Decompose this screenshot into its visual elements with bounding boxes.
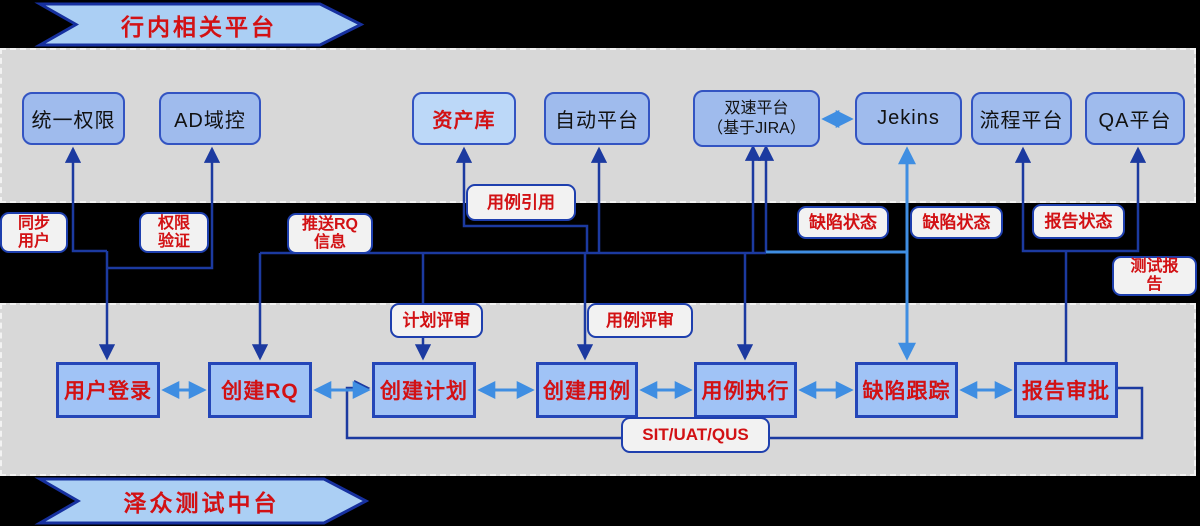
label-plan-review: 计划评审 (390, 303, 483, 338)
label-sit-uat-qus-text: SIT/UAT/QUS (642, 425, 749, 445)
node-jekins-label: Jekins (877, 107, 940, 129)
node-qa-platform: QA平台 (1085, 92, 1185, 145)
node-auto-platform-label: 自动平台 (555, 110, 639, 132)
edge-bus-to-asset-library (455, 146, 589, 253)
node-process-platform: 流程平台 (971, 92, 1072, 145)
step-case-execution-label: 用例执行 (701, 380, 790, 403)
step-create-rq: 创建RQ (208, 362, 312, 418)
label-push-rq-line1: 推送RQ (301, 215, 358, 233)
step-create-rq-label: 创建RQ (221, 380, 299, 403)
label-case-review-text: 用例评审 (606, 310, 674, 330)
label-perm-verify-line2: 验证 (157, 232, 190, 250)
label-test-report-line2: 告 (1146, 276, 1163, 293)
node-dual-speed-platform: 双速平台 （基于JIRA） (693, 90, 820, 147)
node-auto-platform: 自动平台 (544, 92, 650, 145)
step-create-plan: 创建计划 (372, 362, 476, 418)
node-asset-library: 资产库 (412, 92, 516, 145)
step-user-login: 用户登录 (56, 362, 160, 418)
edge-report-to-platforms (1014, 146, 1147, 253)
banner-zezhong-test (34, 477, 370, 525)
step-report-approval-label: 报告审批 (1022, 380, 1110, 403)
label-case-review: 用例评审 (587, 303, 693, 338)
node-jekins: Jekins (855, 92, 962, 145)
node-dual-speed-line1: 双速平台 (724, 99, 789, 117)
node-ad-domain: AD域控 (159, 92, 261, 145)
label-report-status-text: 报告状态 (1044, 211, 1113, 231)
label-defect-status-2: 缺陷状态 (910, 206, 1003, 239)
step-report-approval: 报告审批 (1014, 362, 1118, 418)
label-case-ref-text: 用例引用 (487, 192, 555, 212)
label-perm-verify: 权限 验证 (139, 212, 209, 253)
node-dual-speed-line2: （基于JIRA） (707, 119, 806, 137)
edge-login-to-unified-auth (64, 146, 107, 253)
step-create-case: 创建用例 (536, 362, 638, 418)
label-test-report-line1: 测试报 (1130, 258, 1179, 276)
label-report-status: 报告状态 (1032, 204, 1125, 239)
step-case-execution: 用例执行 (694, 362, 797, 418)
label-case-ref: 用例引用 (466, 184, 576, 221)
node-process-platform-label: 流程平台 (979, 110, 1064, 132)
label-push-rq: 推送RQ 信息 (287, 213, 373, 254)
label-test-report: 测试报 告 (1112, 256, 1197, 296)
edge-login-to-ad-domain (107, 146, 221, 270)
label-sync-user-line1: 同步 (17, 214, 50, 232)
label-defect-status-1: 缺陷状态 (797, 206, 889, 239)
banner-internal-platforms-label: 行内相关平台 (121, 13, 277, 40)
label-perm-verify-line1: 权限 (157, 214, 190, 232)
node-qa-platform-label: QA平台 (1098, 110, 1172, 132)
label-sync-user: 同步 用户 (0, 212, 68, 253)
step-create-case-label: 创建用例 (543, 380, 631, 403)
step-user-login-label: 用户登录 (64, 380, 152, 403)
node-ad-domain-label: AD域控 (174, 110, 246, 132)
banner-internal-platforms (34, 2, 365, 47)
step-defect-tracking: 缺陷跟踪 (855, 362, 958, 418)
node-unified-auth-label: 统一权限 (31, 110, 116, 132)
label-plan-review-text: 计划评审 (402, 310, 471, 330)
label-sit-uat-qus: SIT/UAT/QUS (621, 417, 770, 453)
node-unified-auth: 统一权限 (22, 92, 125, 145)
step-create-plan-label: 创建计划 (380, 380, 468, 403)
label-push-rq-line2: 信息 (313, 233, 346, 251)
label-defect-status-1-text: 缺陷状态 (809, 212, 877, 232)
label-sync-user-line2: 用户 (17, 232, 50, 250)
step-defect-tracking-label: 缺陷跟踪 (862, 380, 951, 403)
label-defect-status-2-text: 缺陷状态 (922, 212, 991, 232)
node-asset-library-label: 资产库 (432, 110, 496, 132)
banner-zezhong-test-label: 泽众测试中台 (123, 490, 280, 516)
